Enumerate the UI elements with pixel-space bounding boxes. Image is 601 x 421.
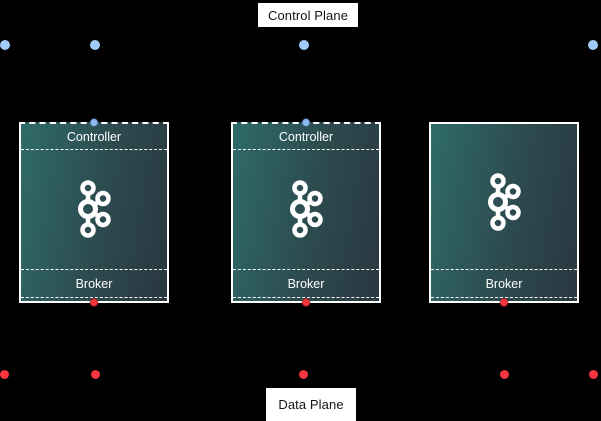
kafka-node-1: Controller Broker	[19, 119, 169, 306]
kafka-logo-wrap	[233, 152, 379, 265]
broker-label: Broker	[287, 276, 325, 291]
controller-section: Controller	[233, 124, 379, 150]
broker-connection-dot	[302, 299, 310, 306]
control-plane-dot	[0, 40, 10, 50]
broker-connection-dot	[90, 299, 98, 306]
data-plane-dot	[90, 370, 100, 379]
control-plane-dot	[299, 40, 309, 50]
broker-section: Broker	[21, 269, 167, 298]
data-plane-dot	[499, 370, 509, 379]
control-plane-dot	[90, 40, 100, 50]
broker-connection-dot	[500, 299, 508, 306]
data-plane-label-text: Data Plane	[278, 397, 344, 412]
kafka-logo-wrap	[21, 152, 167, 265]
controller-connection-dot	[90, 119, 98, 126]
control-plane-label: Control Plane	[258, 3, 358, 27]
kafka-logo-icon	[290, 179, 323, 238]
controller-section: Controller	[21, 124, 167, 150]
kafka-node-2: Controller Broker	[231, 119, 381, 306]
broker-section: Broker	[431, 269, 577, 298]
controller-connection-dot	[302, 119, 310, 126]
data-plane-label: Data Plane	[266, 388, 356, 421]
kafka-logo-icon	[488, 172, 521, 231]
controller-label: Controller	[66, 129, 122, 144]
broker-label: Broker	[485, 276, 523, 291]
data-plane-dot	[0, 370, 9, 379]
kafka-logo-wrap	[431, 138, 577, 265]
data-plane-dot	[588, 370, 598, 379]
broker-label: Broker	[75, 276, 113, 291]
kafka-logo-icon	[78, 179, 111, 238]
kafka-node-3: Broker	[429, 122, 579, 306]
control-plane-dot	[588, 40, 598, 50]
data-plane-dot	[298, 370, 308, 379]
control-plane-label-text: Control Plane	[267, 7, 349, 23]
controller-label: Controller	[278, 129, 334, 144]
broker-section: Broker	[233, 269, 379, 298]
